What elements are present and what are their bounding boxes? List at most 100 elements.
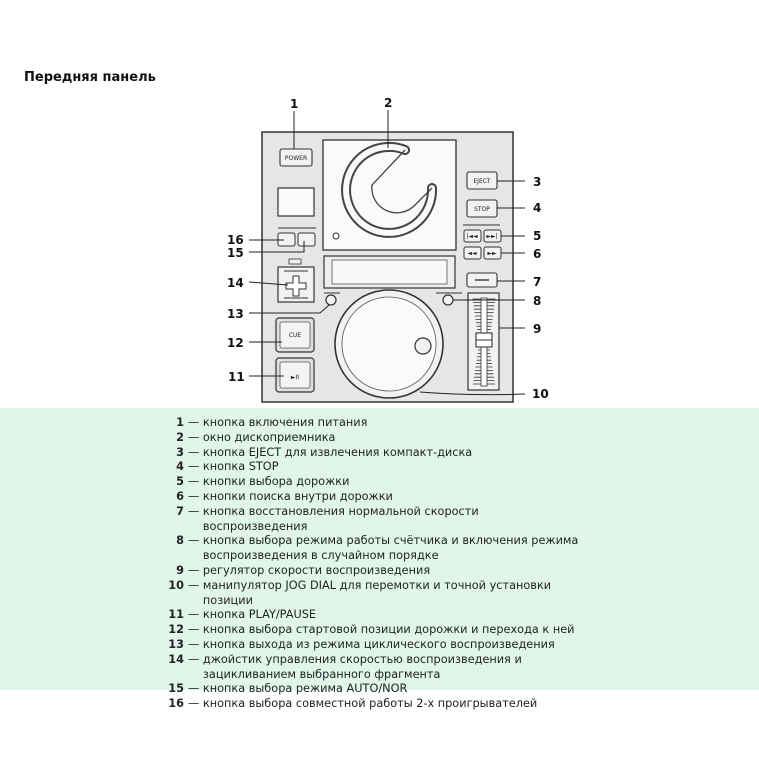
legend-text: — регулятор скорости воспроизведения (188, 564, 583, 579)
legend-dash: — (188, 697, 203, 711)
legend-dash: — (188, 578, 203, 592)
auto-nor-button[interactable] (297, 232, 316, 247)
legend-item: 7 — кнопка восстановления нормальной скор… (0, 505, 759, 535)
legend-description: кнопка включения питания (202, 416, 368, 429)
search-back-button[interactable]: ◄◄ (463, 246, 482, 260)
callout-12: 12 (227, 336, 244, 350)
legend-item: 8 — кнопка выбора режима работы счётчика … (0, 534, 759, 564)
legend-text: — кнопка выбора стартовой позиции дорожк… (188, 623, 583, 638)
legend-item: 6 — кнопки поиска внутри дорожки (0, 490, 759, 505)
disc-indicator-icon (332, 232, 340, 240)
svg-text:►►: ►► (487, 250, 497, 257)
legend-item: 15 — кнопка выбора режима AUTO/NOR (0, 682, 759, 697)
legend-number: 1 (176, 416, 184, 429)
legend-description: кнопки выбора дорожки (202, 475, 350, 489)
legend-description: окно дископриемника (202, 430, 336, 444)
legend-text: — джойстик управления скоростью воспроиз… (188, 653, 583, 683)
legend-dash: — (188, 608, 203, 622)
cue-button[interactable]: CUE (275, 317, 315, 353)
front-panel-diagram: POWER EJECT STOP |◄◄ ►►| ◄◄ ►► (227, 96, 549, 403)
legend-number: 13 (168, 637, 184, 651)
callout-5: 5 (533, 229, 541, 243)
callout-2: 2 (384, 96, 392, 110)
callout-11: 11 (228, 370, 245, 384)
play-pause-button[interactable]: ►II (275, 357, 315, 393)
legend-description: кнопки поиска внутри дорожки (202, 489, 393, 503)
legend-number: 8 (176, 534, 184, 548)
callout-3: 3 (533, 175, 541, 189)
legend-item: 3 — кнопка EJECT для извлечения компакт-д… (0, 446, 759, 461)
legend-text: — кнопки поиска внутри дорожки (188, 490, 583, 505)
callout-9: 9 (533, 322, 541, 336)
callout-7: 7 (533, 275, 541, 289)
legend-item: 5 — кнопки выбора дорожки (0, 475, 759, 490)
disc-logo-icon (341, 141, 438, 238)
legend-text: — кнопки выбора дорожки (188, 475, 583, 490)
legend-number: 7 (176, 504, 184, 518)
legend-number: 10 (168, 578, 184, 592)
legend-text: — кнопка EJECT для извлечения компакт-ди… (188, 446, 583, 461)
legend-item: 11 — кнопка PLAY/PAUSE (0, 608, 759, 623)
callout-15: 15 (227, 246, 244, 260)
legend-item: 10— манипулятор JOG DIAL для перемотки и… (0, 579, 759, 609)
search-forward-button[interactable]: ►► (483, 246, 502, 260)
leader-lines (248, 110, 526, 396)
legend-item: 12— кнопка выбора стартовой позиции доро… (0, 623, 759, 638)
legend-description: кнопка выбора стартовой позиции дорожки … (202, 623, 575, 637)
legend-item: 14 — джойстик управления скоростью воспро… (0, 653, 759, 683)
legend-item: 9 — регулятор скорости воспроизведения (0, 564, 759, 579)
legend-dash: — (188, 416, 203, 429)
legend-description: кнопка выбора совместной работы 2-х прои… (202, 697, 538, 711)
time-random-button[interactable] (442, 294, 454, 306)
legend-number: 3 (176, 445, 184, 459)
eject-button[interactable]: EJECT (466, 171, 498, 190)
callout-4: 4 (533, 201, 541, 215)
legend-description: кнопка восстановления нормальной скорост… (202, 504, 479, 533)
legend-text: — кнопка включения питания (188, 416, 583, 431)
legend-description: кнопка PLAY/PAUSE (202, 608, 317, 622)
callout-6: 6 (533, 247, 541, 261)
legend-dash: — (188, 489, 203, 503)
legend-number: 9 (176, 563, 184, 577)
power-button[interactable]: POWER (279, 148, 313, 167)
legend-description: регулятор скорости воспроизведения (202, 563, 431, 577)
legend-text: — окно дископриемника (188, 431, 583, 446)
callout-8: 8 (533, 294, 541, 308)
legend-text: — кнопка STOP (188, 460, 583, 475)
play-pause-label: ►II (291, 374, 299, 381)
legend-dash: — (188, 623, 203, 637)
pitch-slider[interactable] (467, 292, 500, 391)
legend-dash: — (188, 460, 203, 474)
callout-14: 14 (227, 276, 244, 290)
track-next-button[interactable]: ►►| (483, 229, 502, 243)
legend-text: — кнопка выхода из режима циклического в… (188, 638, 583, 653)
legend-number: 15 (168, 682, 184, 696)
legend-item: 4 — кнопка STOP (0, 460, 759, 475)
small-display (277, 187, 315, 217)
legend-number: 2 (176, 430, 184, 444)
callout-13: 13 (227, 307, 244, 321)
legend-number: 11 (168, 608, 184, 622)
stop-button[interactable]: STOP (466, 199, 498, 218)
legend-number: 6 (176, 489, 184, 503)
legend-dash: — (188, 652, 203, 666)
legend-item: 2 — окно дископриемника (0, 431, 759, 446)
jog-dial[interactable] (334, 289, 444, 399)
legend-number: 4 (176, 460, 184, 474)
legend-item: 1 — кнопка включения питания (0, 416, 759, 431)
callout-10: 10 (532, 387, 549, 401)
legend-dash: — (188, 682, 203, 696)
pitch-reset-button[interactable] (466, 272, 498, 288)
legend-dash: — (188, 563, 203, 577)
legend-dash: — (188, 475, 203, 489)
track-prev-button[interactable]: |◄◄ (463, 229, 482, 243)
legend-description: кнопка выбора режима AUTO/NOR (202, 682, 408, 696)
legend-dash: — (188, 445, 203, 459)
legend-text: — кнопка выбора режима работы счётчика и… (188, 534, 583, 564)
legend-number: 14 (168, 652, 184, 666)
legend-text: — кнопка восстановления нормальной скоро… (188, 505, 583, 535)
legend-dash: — (188, 504, 203, 518)
stop-button-label: STOP (474, 206, 490, 213)
reloop-exit-button[interactable] (325, 294, 337, 306)
legend-number: 5 (176, 475, 184, 489)
